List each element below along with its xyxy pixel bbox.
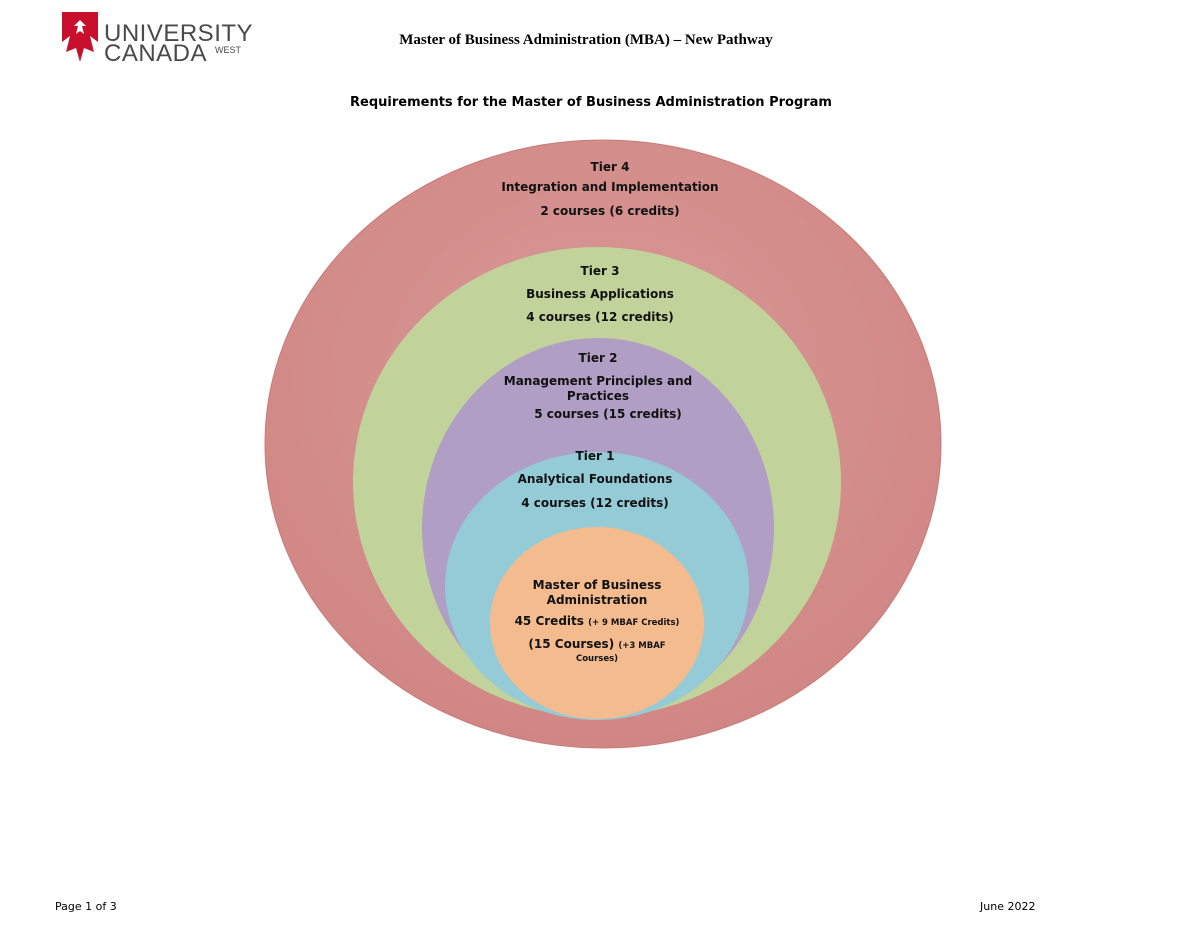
core-courses-note-1: (+3 MBAF — [618, 641, 666, 651]
logo-university-text: UNIVERSITY — [104, 20, 254, 47]
tier-2-courses: 5 courses (15 credits) — [534, 407, 682, 421]
core-courses-note-2: Courses) — [575, 654, 619, 664]
tier-1-name: Analytical Foundations — [517, 472, 673, 486]
tier-3-courses: 4 courses (12 credits) — [526, 310, 674, 324]
university-canada-west-logo: UNIVERSITY CANADA WEST — [60, 12, 253, 67]
core-credits-note: (+ 9 MBAF Credits) — [588, 618, 680, 628]
core-title-line-1: Master of Business — [532, 578, 662, 592]
tier-4-courses: 2 courses (6 credits) — [540, 204, 680, 218]
tier-1-label: Tier 1 Analytical Foundations 4 courses … — [445, 449, 745, 511]
tier-1-title: Tier 1 — [575, 449, 615, 463]
maple-leaf-logo-icon — [62, 12, 98, 62]
document-title: Master of Business Administration (MBA) … — [399, 32, 773, 48]
tier-1-courses: 4 courses (12 credits) — [521, 496, 669, 510]
tier-2-name-line-1: Management Principles and — [503, 374, 693, 388]
core-title-line-2: Administration — [546, 593, 648, 607]
tier-3-label: Tier 3 Business Applications 4 courses (… — [450, 264, 750, 325]
core-courses: (15 Courses) — [528, 637, 615, 651]
core-circle — [490, 527, 704, 719]
tier-2-name-line-2: Practices — [566, 389, 630, 403]
footer-date: June 2022 — [980, 900, 1036, 913]
tier-4-label: Tier 4 Integration and Implementation 2 … — [460, 160, 760, 219]
tier-2-title: Tier 2 — [578, 351, 618, 365]
tier-3-title: Tier 3 — [580, 264, 620, 278]
tier-4-name: Integration and Implementation — [501, 180, 719, 194]
logo-west-text: WEST — [215, 45, 241, 55]
core-credits: 45 Credits — [514, 614, 584, 628]
tier-3-name: Business Applications — [526, 287, 674, 301]
logo-canada-text: CANADA — [104, 40, 208, 67]
page-number: Page 1 of 3 — [55, 900, 117, 913]
tier-4-title: Tier 4 — [590, 160, 630, 174]
tier-2-label: Tier 2 Management Principles and Practic… — [448, 351, 748, 422]
core-label: Master of Business Administration 45 Cre… — [497, 578, 697, 665]
requirements-heading: Requirements for the Master of Business … — [350, 95, 832, 110]
